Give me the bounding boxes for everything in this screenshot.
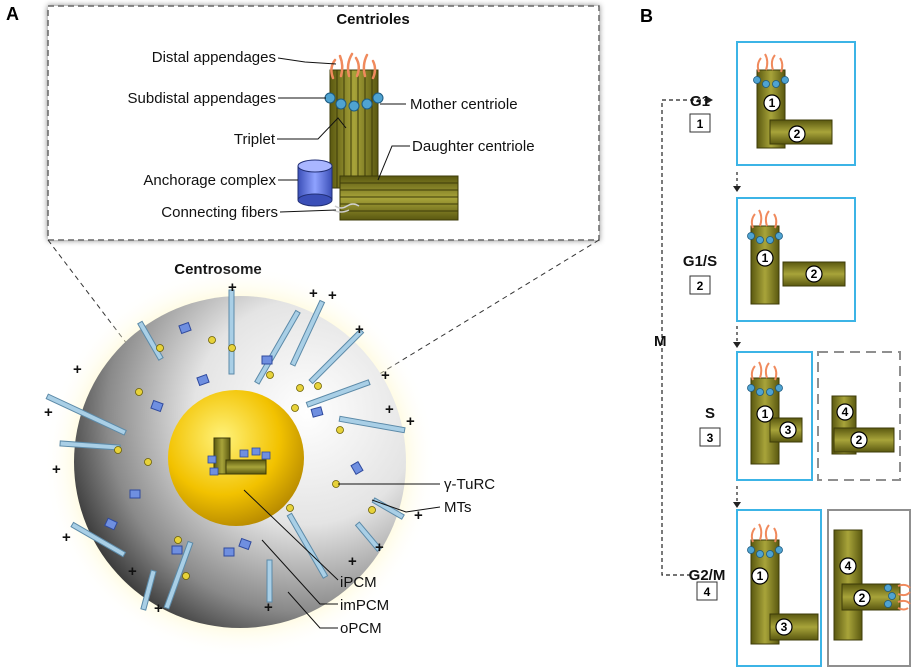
phase-step: 2 — [697, 279, 704, 293]
centriole-id: 2 — [794, 127, 801, 141]
phase-step: 4 — [704, 585, 711, 599]
phase-step-box — [689, 113, 711, 133]
gamma-turc-dots — [114, 336, 376, 580]
plus-end: + — [355, 321, 364, 338]
centrosome-leader-lines — [243, 483, 441, 629]
anchorage-complex — [297, 159, 333, 207]
label-anchorage-complex: Anchorage complex — [143, 172, 276, 189]
plus-end: + — [154, 600, 163, 617]
centriole-id-markers: 1 2 1 2 1 3 4 2 1 3 4 2 — [751, 94, 871, 636]
s-cell-box-right — [817, 351, 901, 481]
centrioles-title: Centrioles — [336, 11, 409, 28]
microtubules — [45, 289, 406, 611]
plus-end: + — [52, 461, 61, 478]
phase-step-box — [696, 581, 718, 601]
m-loop-line — [661, 99, 706, 576]
core-centrioles — [207, 437, 271, 476]
plus-end: + — [73, 361, 82, 378]
plus-end: + — [228, 279, 237, 296]
phase-g1s: G1/S 2 — [683, 253, 717, 295]
ipcm-core — [168, 390, 304, 526]
plus-end: + — [381, 367, 390, 384]
plus-end: + — [264, 599, 273, 616]
label-impcm: imPCM — [340, 597, 389, 614]
label-subdistal-appendages: Subdistal appendages — [128, 90, 276, 107]
plus-end: + — [62, 529, 71, 546]
centriole-id: 1 — [762, 407, 769, 421]
phase-g2m: G2/M 4 — [689, 567, 726, 601]
phase-arrowheads — [733, 186, 741, 508]
connecting-fibers — [332, 203, 360, 213]
plus-end: + — [375, 539, 384, 556]
plus-end: + — [128, 563, 137, 580]
centriole-id: 1 — [769, 96, 776, 110]
centriole-id: 3 — [785, 423, 792, 437]
centriole-id: 2 — [811, 267, 818, 281]
phase-name: G2/M — [689, 567, 726, 584]
phase-name: G1 — [690, 93, 710, 110]
label-opcm: oPCM — [340, 620, 382, 637]
label-mts: MTs — [444, 499, 472, 516]
label-triplet: Triplet — [234, 131, 276, 148]
daughter-centriole — [339, 175, 459, 221]
centriole-id: 2 — [859, 591, 866, 605]
plus-end: + — [328, 287, 337, 304]
g1-cell-box — [736, 41, 856, 166]
m-loop-arrowhead — [706, 96, 713, 104]
centriole-id: 4 — [842, 405, 849, 419]
label-connecting-fibers: Connecting fibers — [161, 204, 278, 221]
centriole-id: 1 — [762, 251, 769, 265]
label-ipcm: iPCM — [340, 574, 377, 591]
centriole-id: 1 — [757, 569, 764, 583]
label-gamma-turc: γ-TuRC — [444, 476, 495, 493]
phase-name: G1/S — [683, 253, 717, 270]
plus-end: + — [309, 285, 318, 302]
mother-centriole — [329, 69, 379, 189]
pcm-blocks — [104, 321, 364, 557]
subdistal-appendages — [324, 92, 384, 112]
panel-b-label: B — [640, 6, 653, 26]
centriole-id: 3 — [781, 620, 788, 634]
label-m: M — [654, 333, 667, 350]
label-distal-appendages: Distal appendages — [152, 49, 276, 66]
plus-end: + — [414, 507, 423, 524]
g2m-centrioles — [747, 523, 911, 645]
centriole-id: 4 — [845, 559, 852, 573]
plus-end: + — [406, 413, 415, 430]
plus-end: + — [44, 404, 53, 421]
centriole-id: 2 — [856, 433, 863, 447]
phase-step-box — [689, 275, 711, 295]
phase-s: S 3 — [699, 405, 721, 447]
phase-step: 3 — [707, 431, 714, 445]
plus-ends: + + + + + + + + + + + + + + + + + — [44, 279, 423, 617]
label-daughter-centriole: Daughter centriole — [412, 138, 535, 155]
distal-appendages — [330, 52, 377, 80]
phase-g1: G1 1 — [689, 93, 711, 133]
phase-step: 1 — [697, 117, 704, 131]
label-mother-centriole: Mother centriole — [410, 96, 518, 113]
inset-leader-lines — [277, 57, 410, 213]
plus-end: + — [385, 401, 394, 418]
plus-end: + — [348, 553, 357, 570]
phase-name: S — [705, 405, 715, 422]
phase-step-box — [699, 427, 721, 447]
panel-a-label: A — [6, 4, 19, 24]
